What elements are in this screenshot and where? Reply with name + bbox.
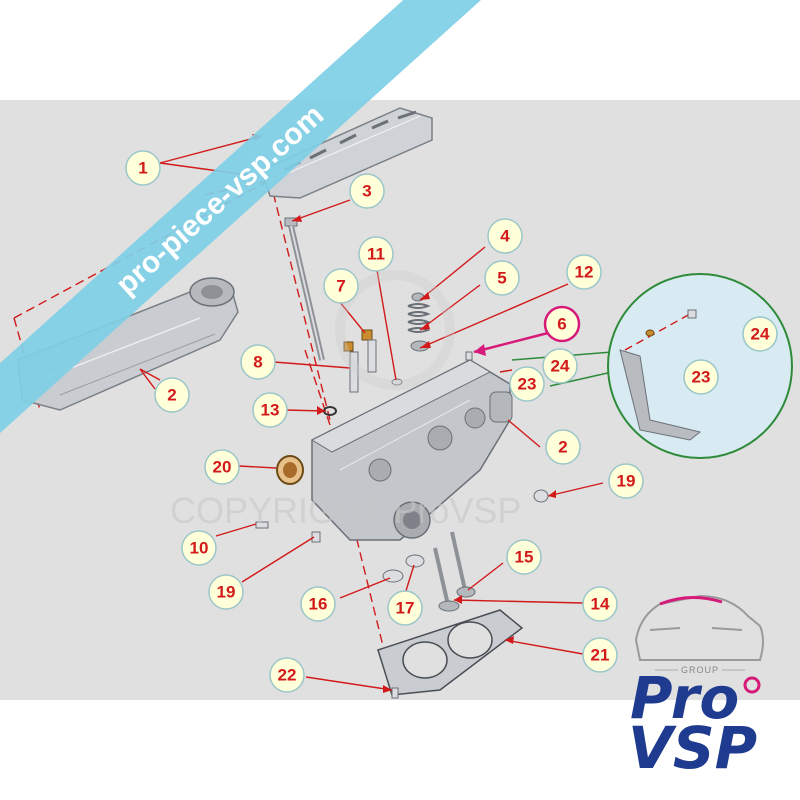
svg-text:23: 23 (692, 368, 711, 387)
svg-text:2: 2 (558, 438, 567, 457)
svg-text:22: 22 (278, 666, 297, 685)
svg-text:7: 7 (336, 277, 345, 296)
callout-17[interactable]: 17 (387, 590, 423, 626)
callout-2[interactable]: 2 (154, 377, 190, 413)
provsp-logo: GROUP Pro VSP (628, 594, 764, 782)
svg-text:VSP: VSP (628, 714, 757, 782)
callout-6[interactable]: 6 (543, 305, 581, 343)
svg-text:3: 3 (362, 182, 371, 201)
copyright-watermark: COPYRIGHT ProVSP (170, 490, 521, 531)
svg-text:16: 16 (309, 595, 328, 614)
callouts: 1 2 3 4 5 6 7 8 11 12 13 20 10 19 16 17 … (125, 150, 778, 693)
svg-text:GROUP: GROUP (681, 665, 719, 675)
svg-text:8: 8 (253, 353, 262, 372)
svg-text:23: 23 (518, 375, 537, 394)
callout-10[interactable]: 10 (181, 530, 217, 566)
svg-text:2: 2 (167, 386, 176, 405)
callout-23[interactable]: 23 (509, 366, 545, 402)
highlight-arrow (473, 331, 549, 356)
callout-5[interactable]: 5 (484, 260, 520, 296)
callout-24-detail[interactable]: 24 (742, 316, 778, 352)
callout-20[interactable]: 20 (204, 449, 240, 485)
svg-text:24: 24 (751, 325, 770, 344)
callout-12[interactable]: 12 (566, 254, 602, 290)
valve-train-parts (255, 292, 549, 543)
svg-text:4: 4 (500, 227, 510, 246)
svg-text:5: 5 (497, 269, 506, 288)
valves (382, 531, 476, 612)
svg-text:21: 21 (591, 646, 610, 665)
svg-text:6: 6 (557, 315, 566, 334)
svg-text:10: 10 (190, 539, 209, 558)
logo-bolt-icon (743, 676, 761, 694)
head-bolt (284, 217, 325, 361)
callout-11[interactable]: 11 (358, 236, 394, 272)
svg-text:17: 17 (396, 599, 415, 618)
callout-4[interactable]: 4 (487, 218, 523, 254)
svg-text:12: 12 (575, 263, 594, 282)
center-watermark-ring (335, 270, 455, 390)
callout-2-right[interactable]: 2 (545, 429, 581, 465)
callout-24[interactable]: 24 (542, 348, 578, 384)
svg-text:13: 13 (261, 401, 280, 420)
callout-19-right[interactable]: 19 (608, 463, 644, 499)
svg-text:Pro: Pro (630, 664, 739, 732)
svg-text:1: 1 (138, 159, 147, 178)
svg-text:24: 24 (551, 357, 570, 376)
head-gasket (377, 609, 524, 696)
car-outline-icon (634, 594, 764, 661)
callout-3[interactable]: 3 (349, 173, 385, 209)
svg-text:19: 19 (617, 472, 636, 491)
callout-8[interactable]: 8 (240, 344, 276, 380)
callout-16[interactable]: 16 (300, 586, 336, 622)
callout-14[interactable]: 14 (582, 586, 618, 622)
svg-text:19: 19 (217, 583, 236, 602)
callout-21[interactable]: 21 (582, 637, 618, 673)
callout-15[interactable]: 15 (506, 539, 542, 575)
svg-text:11: 11 (367, 245, 385, 264)
callout-13[interactable]: 13 (252, 392, 288, 428)
callout-19-left[interactable]: 19 (208, 574, 244, 610)
callout-22[interactable]: 22 (269, 657, 305, 693)
dowel-pin (391, 687, 399, 699)
svg-text:14: 14 (591, 595, 610, 614)
svg-text:15: 15 (515, 548, 534, 567)
callout-23-detail[interactable]: 23 (683, 359, 719, 395)
svg-text:20: 20 (213, 458, 232, 477)
callout-7[interactable]: 7 (323, 268, 359, 304)
callout-1[interactable]: 1 (125, 150, 161, 186)
cylinder-head-block (310, 359, 513, 541)
